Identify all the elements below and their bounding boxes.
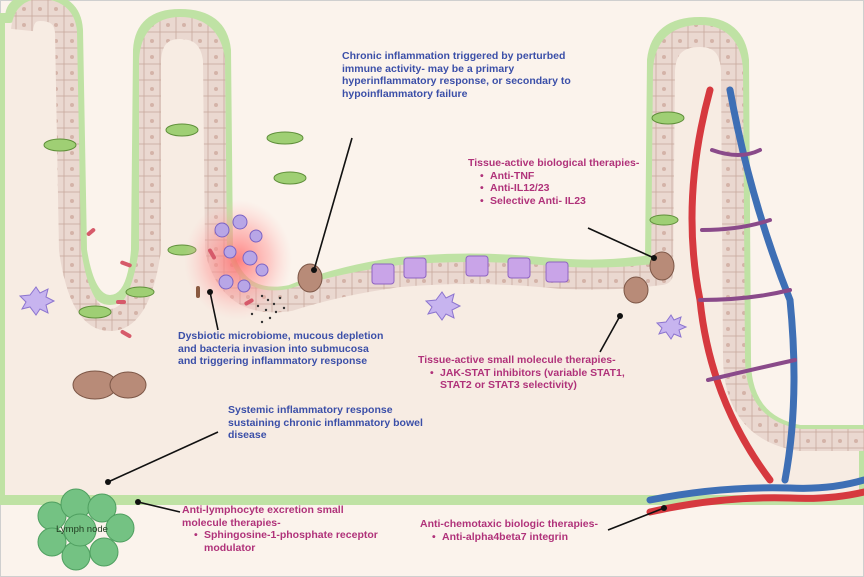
annotation-systemic: Systemic inflammatory response sustainin… [228,404,438,442]
annotation-anti-lymphocyte: Anti-lymphocyte excretion small molecule… [182,504,392,554]
annotation-tissue-biological: Tissue-active biological therapies- Anti… [468,157,668,207]
therapy-list: Sphingosine-1-phosphate receptor modulat… [182,529,392,554]
annotation-heading: Tissue-active small molecule therapies- [418,354,650,367]
annotation-heading: Anti-chemotaxic biologic therapies- [420,518,640,531]
therapy-item: JAK-STAT inhibitors (variable STAT1, STA… [440,367,650,392]
annotation-anti-chemotaxic: Anti-chemotaxic biologic therapies- Anti… [420,518,640,543]
annotation-heading: Tissue-active biological therapies- [468,157,668,170]
annotation-heading: Anti-lymphocyte excretion small molecule… [182,504,392,529]
therapy-item: Anti-alpha4beta7 integrin [442,531,640,544]
therapy-item: Selective Anti- IL23 [490,195,668,208]
therapy-list: JAK-STAT inhibitors (variable STAT1, STA… [418,367,650,392]
annotation-chronic-inflammation: Chronic inflammation triggered by pertur… [342,50,578,100]
lymph-node-label: Lymph node [56,524,108,535]
annotation-tissue-small-molecule: Tissue-active small molecule therapies- … [418,354,650,392]
therapy-item: Anti-TNF [490,170,668,183]
therapy-item: Anti-IL12/23 [490,182,668,195]
therapy-list: Anti-TNF Anti-IL12/23 Selective Anti- IL… [468,170,668,208]
therapy-list: Anti-alpha4beta7 integrin [420,531,640,544]
annotation-dysbiotic: Dysbiotic microbiome, mucous depletion a… [178,330,388,368]
therapy-item: Sphingosine-1-phosphate receptor modulat… [204,529,392,554]
